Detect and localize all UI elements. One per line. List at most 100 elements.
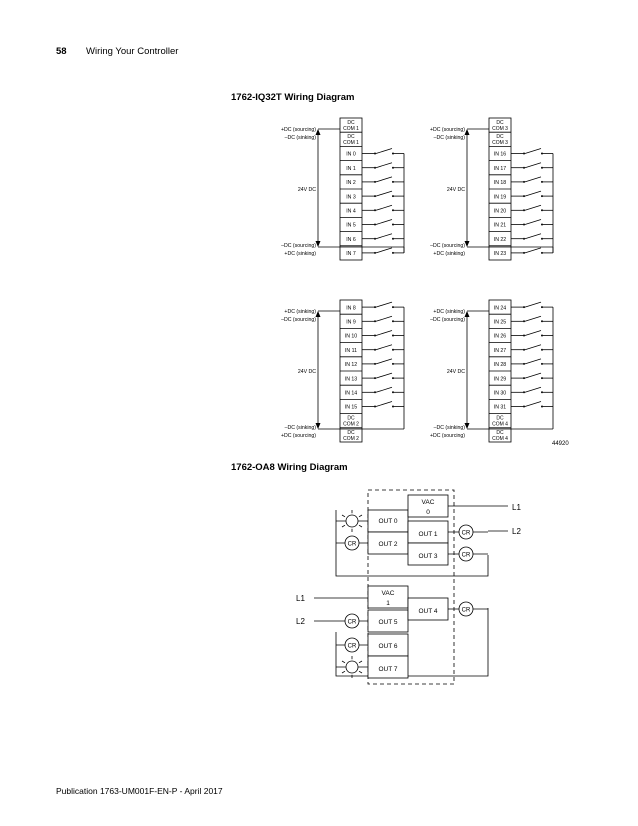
switch-blade [375, 204, 393, 211]
switch-contact [541, 195, 543, 198]
oa8-title: 1762-OA8 Wiring Diagram [231, 462, 348, 473]
switch-contact [523, 152, 525, 155]
switch-blade [375, 148, 393, 154]
page-header: 58 Wiring Your Controller [56, 46, 178, 57]
relay-label: CR [462, 531, 471, 537]
switch-contact [523, 320, 525, 323]
switch-contact [374, 152, 376, 155]
input-label: IN 15 [345, 405, 358, 411]
switch-contact [392, 166, 394, 169]
switch-contact [392, 377, 394, 380]
switch-blade [375, 386, 393, 393]
switch-blade [524, 330, 542, 336]
lamp-ray [358, 660, 363, 664]
vac-label: 0 [426, 509, 430, 516]
switch-contact [541, 348, 543, 351]
page-number: 58 [56, 46, 67, 57]
supply-voltage-label: 24V DC [298, 187, 316, 193]
switch-blade [524, 233, 542, 240]
l2-label: L2 [512, 527, 521, 536]
input-label: IN 9 [346, 320, 356, 326]
terminal-label: COM 4 [492, 422, 508, 428]
terminal-label: COM 2 [343, 436, 359, 442]
supply-polarity-label: –DC (sourcing) [281, 317, 316, 323]
switch-contact [374, 195, 376, 198]
switch-contact [392, 334, 394, 337]
switch-contact [523, 166, 525, 169]
output-label: OUT 7 [378, 666, 397, 673]
input-label: IN 5 [346, 223, 356, 229]
switch-blade [375, 401, 393, 407]
arrow-down [315, 241, 321, 247]
publication-footer: Publication 1763-UM001F-EN-P - April 201… [56, 786, 223, 796]
supply-polarity-label: +DC (sinking) [433, 251, 465, 257]
switch-blade [375, 247, 393, 254]
lamp-ray [358, 670, 363, 674]
supply-polarity-label: +DC (sinking) [284, 309, 316, 315]
switch-contact [541, 334, 543, 337]
switch-contact [523, 348, 525, 351]
input-label: IN 16 [494, 152, 507, 158]
l1-label: L1 [296, 594, 305, 603]
output-label: OUT 3 [418, 553, 437, 560]
input-label: IN 19 [494, 194, 507, 200]
input-label: IN 7 [346, 251, 356, 257]
relay-coil [344, 613, 360, 629]
input-label: IN 3 [346, 194, 356, 200]
terminal-label: DC [496, 120, 504, 126]
input-label: IN 1 [346, 166, 356, 172]
input-label: IN 26 [494, 334, 507, 340]
terminal-label: COM 1 [343, 126, 359, 132]
iq32t-title: 1762-IQ32T Wiring Diagram [231, 92, 355, 103]
switch-contact [392, 306, 394, 309]
switch-contact [374, 180, 376, 183]
switch-contact [374, 405, 376, 408]
supply-polarity-label: +DC (sinking) [284, 251, 316, 257]
relay-coil [344, 637, 360, 653]
input-label: IN 31 [494, 405, 507, 411]
switch-blade [524, 344, 542, 351]
switch-contact [541, 166, 543, 169]
switch-contact [392, 391, 394, 394]
switch-blade [524, 148, 542, 154]
supply-polarity-label: –DC (sinking) [434, 425, 466, 431]
arrow-up [315, 129, 321, 135]
switch-contact [541, 405, 543, 408]
supply-voltage-label: 24V DC [298, 369, 316, 375]
switch-blade [375, 176, 393, 183]
l1-label: L1 [512, 503, 521, 512]
input-label: IN 6 [346, 237, 356, 243]
output-label: OUT 1 [418, 531, 437, 538]
terminal-label: COM 4 [492, 436, 508, 442]
switch-contact [541, 320, 543, 323]
input-label: IN 24 [494, 305, 507, 311]
supply-polarity-label: –DC (sourcing) [281, 243, 316, 249]
switch-contact [392, 195, 394, 198]
output-label: OUT 5 [378, 619, 397, 626]
vac-label: VAC [382, 590, 395, 597]
supply-polarity-label: +DC (sinking) [433, 309, 465, 315]
input-label: IN 28 [494, 362, 507, 368]
switch-contact [392, 251, 394, 254]
arrow-up [315, 311, 321, 317]
vac-label: 1 [386, 600, 390, 607]
switch-contact [374, 377, 376, 380]
switch-blade [524, 401, 542, 407]
input-label: IN 13 [345, 376, 358, 382]
terminal-label: DC [347, 416, 355, 422]
chapter-title: Wiring Your Controller [86, 46, 179, 57]
terminal-label: DC [496, 416, 504, 422]
switch-contact [523, 405, 525, 408]
switch-contact [374, 391, 376, 394]
supply-polarity-label: +DC (sourcing) [430, 433, 465, 439]
output-label: OUT 2 [378, 541, 397, 548]
input-label: IN 27 [494, 348, 507, 354]
output-return-wire [335, 608, 489, 677]
switch-contact [374, 209, 376, 212]
switch-contact [374, 251, 376, 254]
terminal-label: COM 1 [343, 140, 359, 146]
switch-contact [374, 320, 376, 323]
supply-polarity-label: –DC (sourcing) [430, 243, 465, 249]
input-label: IN 18 [494, 180, 507, 186]
switch-contact [392, 320, 394, 323]
